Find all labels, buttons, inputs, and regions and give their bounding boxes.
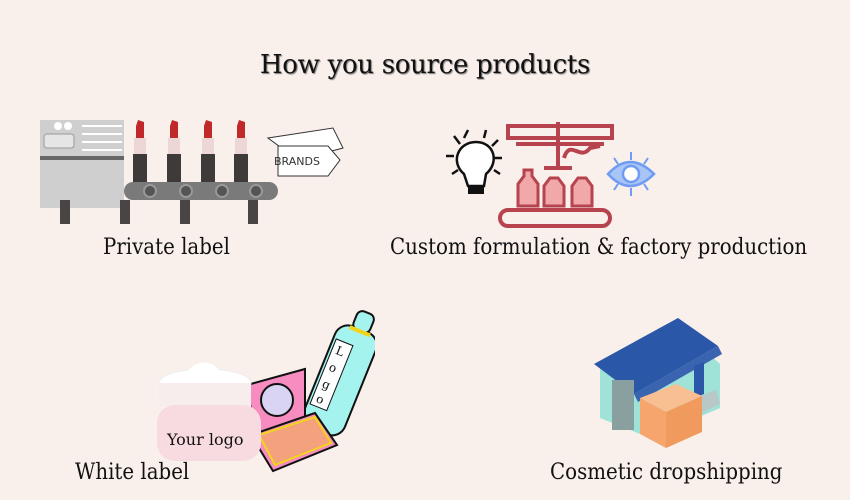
svg-text:BRANDS: BRANDS <box>274 155 320 168</box>
svg-text:o: o <box>327 360 339 376</box>
svg-text:o: o <box>314 391 326 407</box>
section-label-cosmetic-dropshipping: Cosmetic dropshipping <box>550 460 783 485</box>
section-label-private-label: Private label <box>103 235 230 260</box>
factory-formulation-icon <box>446 122 656 228</box>
page-title: How you source products <box>259 50 591 80</box>
section-label-custom-formulation: Custom formulation & factory production <box>390 235 808 260</box>
svg-text:Your logo: Your logo <box>166 430 243 449</box>
warehouse-boxes-icon <box>594 318 722 448</box>
lipstick-conveyor-icon: BRANDS <box>40 120 344 224</box>
section-label-white-label: White label <box>75 460 190 485</box>
